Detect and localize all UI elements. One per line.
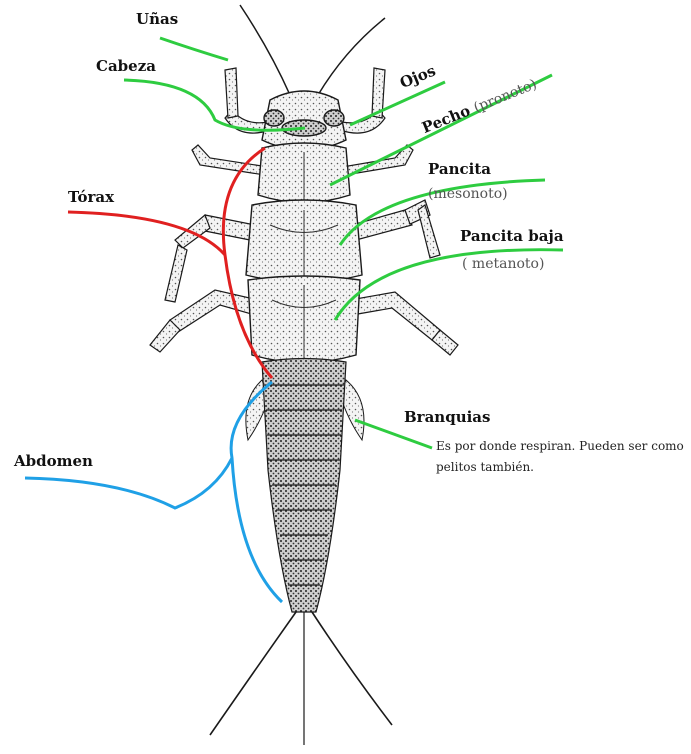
cercus-right [312,612,392,725]
metanotum [248,276,360,363]
red-pointer [68,148,272,378]
cercus-left [210,612,296,735]
middle-leg-right [352,200,440,258]
blue-pointer [25,382,282,602]
pronotum [258,143,350,203]
abdomen-body [262,359,346,613]
label-abdomen: Abdomen [14,452,93,470]
label-torax: Tórax [68,188,114,206]
label-pancita-sub: (mesonoto) [428,186,508,202]
label-pancita: Pancita [428,160,491,178]
pointer-unas [160,38,228,60]
head [262,91,346,150]
label-unas: Uñas [136,10,178,28]
hind-leg-right [350,292,458,355]
front-leg-left [192,68,270,175]
label-branquias-desc: Es por donde respiran. Pueden ser como p… [436,436,686,478]
antenna-left [240,5,290,95]
label-pancita-baja-sub: ( metanoto) [462,256,544,272]
mesonotum [246,200,362,283]
label-pancita-baja: Pancita baja [460,227,564,245]
label-cabeza: Cabeza [96,57,156,75]
label-branquias: Branquias [404,408,490,426]
